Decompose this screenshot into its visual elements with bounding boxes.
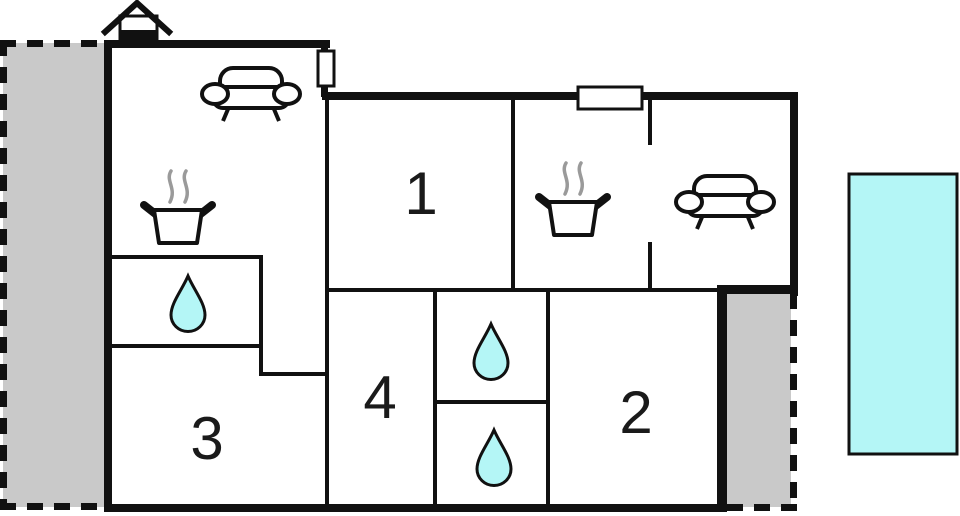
room-1-label: 1 <box>404 160 437 227</box>
cooking-pot-icon-kitchen <box>539 163 607 235</box>
walls <box>104 40 798 512</box>
wall-bath-top <box>107 255 263 259</box>
terrace-left-area <box>3 43 107 507</box>
wall-bath-right <box>259 255 263 376</box>
wall-left <box>104 40 112 512</box>
pool <box>847 172 959 456</box>
wall-corridor-step <box>259 372 329 376</box>
wall-bathmid-divider <box>435 400 548 404</box>
room-4-label: 4 <box>363 364 396 431</box>
wall-room4-right <box>433 292 437 505</box>
wall-top-right <box>322 92 798 100</box>
window-icon-left <box>316 49 336 88</box>
wall-terrace-top <box>722 285 798 294</box>
room-3-label: 3 <box>190 405 223 472</box>
cooking-pot-icon-left <box>144 171 212 243</box>
sofa-icon-living <box>200 66 302 123</box>
sofa-icon-room-right <box>674 174 776 231</box>
window-icon-top <box>576 85 644 111</box>
wall-room1-right <box>511 97 515 290</box>
terrace-right-area <box>727 293 791 507</box>
terrace-left <box>0 40 107 510</box>
water-drop-icon-bath-left <box>169 274 207 333</box>
water-drop-icon-bath-top <box>472 322 510 381</box>
wall-mid-horizontal <box>325 288 722 292</box>
wall-kitchen-sofa-upper <box>648 97 652 145</box>
wall-living-right <box>325 97 329 505</box>
wall-right <box>790 92 798 296</box>
room-2-label: 2 <box>619 379 652 446</box>
wall-bathmid-right <box>546 292 550 505</box>
terrace-right <box>727 293 797 511</box>
chimney-icon <box>100 0 174 45</box>
wall-bath-bottom <box>107 344 263 348</box>
wall-top-left <box>104 40 330 48</box>
wall-room2-right <box>717 285 727 512</box>
water-drop-icon-bath-bottom <box>475 428 513 487</box>
wall-kitchen-sofa-lower <box>648 242 652 292</box>
wall-bottom <box>104 504 727 512</box>
